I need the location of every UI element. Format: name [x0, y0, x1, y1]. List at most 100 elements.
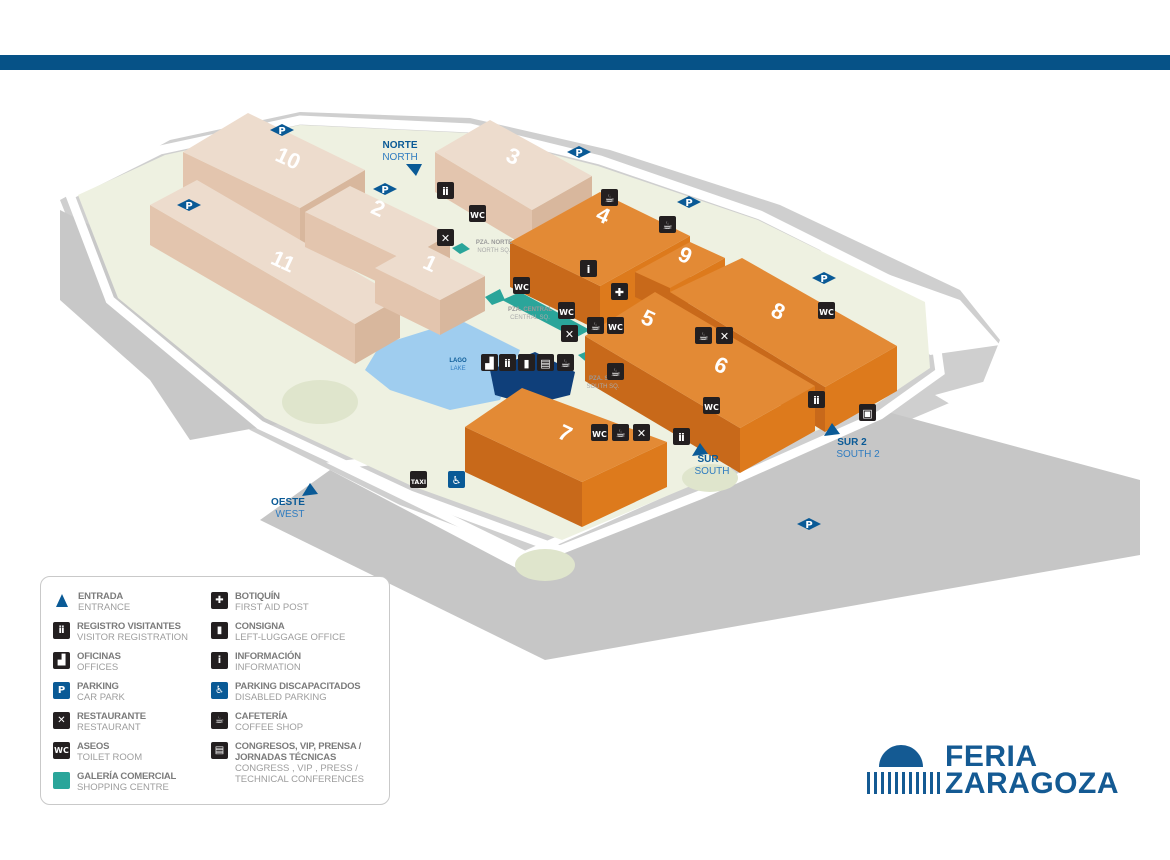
logo-line1: FERIA — [945, 740, 1038, 773]
wc-icon[interactable]: WC — [703, 397, 720, 414]
wc-icon[interactable]: WC — [469, 205, 486, 222]
bus-icon[interactable]: ▣ — [859, 404, 876, 421]
restaurant-icon[interactable]: ✕ — [716, 327, 733, 344]
svg-text:WC: WC — [608, 323, 623, 332]
wc-icon[interactable]: WC — [818, 302, 835, 319]
parking-icon[interactable]: P — [177, 199, 201, 212]
coffee-icon[interactable]: ☕ — [695, 327, 712, 344]
legend-label-en: VISITOR REGISTRATION — [77, 632, 189, 643]
congress-icon[interactable]: ▤ — [537, 354, 554, 371]
registration-icon[interactable]: ⅱ — [499, 354, 516, 371]
congress-icon: ▤ — [211, 742, 228, 759]
svg-text:☕: ☕ — [611, 366, 621, 379]
registration-icon[interactable]: ⅱ — [437, 182, 454, 199]
coffee-icon[interactable]: ☕ — [601, 189, 618, 206]
restaurant-icon[interactable]: ✕ — [633, 424, 650, 441]
coffee-icon[interactable]: ☕ — [612, 424, 629, 441]
hall-front-face — [355, 298, 400, 364]
svg-text:✕: ✕ — [441, 232, 450, 245]
legend-label-en: TOILET ROOM — [77, 752, 143, 763]
hall-front-face — [740, 386, 815, 473]
parking-icon[interactable]: P — [270, 124, 294, 137]
svg-text:ⅱ: ⅱ — [813, 394, 820, 407]
hall-front-face — [440, 276, 485, 335]
registration-icon[interactable]: ⅱ — [673, 428, 690, 445]
svg-text:☕: ☕ — [605, 192, 615, 205]
roundabout — [282, 380, 358, 424]
legend-label-es: BOTIQUÍN — [235, 591, 280, 602]
coffee-icon[interactable]: ☕ — [587, 317, 604, 334]
parking-icon[interactable]: P — [677, 196, 701, 209]
offices-icon[interactable]: ▟ — [481, 354, 498, 371]
entrance-south-label-en: SOUTH — [695, 466, 730, 477]
logo-line2: ZARAGOZA — [945, 767, 1119, 800]
svg-text:▤: ▤ — [540, 357, 550, 370]
entrance-arrow-icon — [406, 164, 422, 176]
svg-text:ⅱ: ⅱ — [504, 357, 511, 370]
svg-text:▮: ▮ — [523, 357, 529, 370]
wc-icon[interactable]: WC — [558, 302, 575, 319]
entrance-north-label-en: NORTH — [382, 152, 417, 163]
hall-front-face — [825, 346, 897, 432]
hall-11[interactable]: 11 — [150, 180, 400, 364]
parking-icon[interactable]: P — [373, 183, 397, 196]
svg-text:ⅱ: ⅱ — [678, 431, 685, 444]
coffee-icon[interactable]: ☕ — [607, 363, 624, 380]
legend-label-es: RESTAURANTE — [77, 711, 146, 722]
disabled-parking-icon[interactable]: ♿ — [448, 471, 465, 488]
legend-label-en: INFORMATION — [235, 662, 301, 673]
entrance-arrow-icon — [692, 443, 708, 456]
hall-roof — [510, 192, 690, 286]
svg-text:☕: ☕ — [616, 427, 626, 440]
lake-label: LAGO — [449, 358, 467, 364]
svg-text:P: P — [805, 520, 812, 531]
svg-text:✕: ✕ — [637, 427, 646, 440]
info-icon[interactable]: i — [580, 260, 597, 277]
legend-label-en: OFFICES — [77, 662, 119, 673]
svg-text:☕: ☕ — [663, 219, 673, 232]
feria-zaragoza-logo: FERIA ZARAGOZA — [865, 740, 1145, 800]
svg-text:P: P — [278, 126, 285, 137]
restaurant-icon[interactable]: ✕ — [437, 229, 454, 246]
svg-text:☕: ☕ — [591, 320, 601, 333]
parking-icon[interactable]: P — [812, 272, 836, 285]
legend-label-es: PARKING DISCAPACITADOS — [235, 681, 361, 692]
coffee-icon: ☕ — [211, 712, 228, 729]
shopping-icon — [53, 772, 70, 789]
legend-label-es: INFORMACIÓN — [235, 651, 301, 662]
svg-text:☕: ☕ — [699, 330, 709, 343]
svg-text:✕: ✕ — [565, 328, 574, 341]
wc-icon[interactable]: WC — [513, 277, 530, 294]
luggage-icon[interactable]: ▮ — [518, 354, 535, 371]
restaurant-icon[interactable]: ✕ — [561, 325, 578, 342]
hall-7[interactable]: 7 — [465, 388, 667, 527]
wc-icon[interactable]: WC — [607, 317, 624, 334]
parking-icon[interactable]: P — [797, 518, 821, 531]
svg-text:P: P — [685, 198, 692, 209]
hall-roof — [150, 180, 400, 324]
wc-icon[interactable]: WC — [591, 424, 608, 441]
first-aid-icon[interactable]: ✚ — [611, 283, 628, 300]
svg-text:i: i — [587, 263, 591, 276]
legend-label-es: REGISTRO VISITANTES — [77, 621, 181, 632]
registration-icon[interactable]: ⅱ — [808, 391, 825, 408]
legend-label-es: CONSIGNA — [235, 621, 285, 632]
coffee-icon[interactable]: ☕ — [659, 216, 676, 233]
hall-1[interactable]: 1 — [375, 243, 485, 335]
roundabout-south — [682, 464, 738, 492]
parking-icon[interactable]: P — [567, 146, 591, 159]
coffee-icon[interactable]: ☕ — [557, 354, 574, 371]
entrance-west-label: OESTE — [271, 497, 305, 508]
taxi-icon[interactable]: TAXI — [410, 471, 427, 488]
plaza-south-label-en: SOUTH SQ. — [586, 384, 619, 390]
